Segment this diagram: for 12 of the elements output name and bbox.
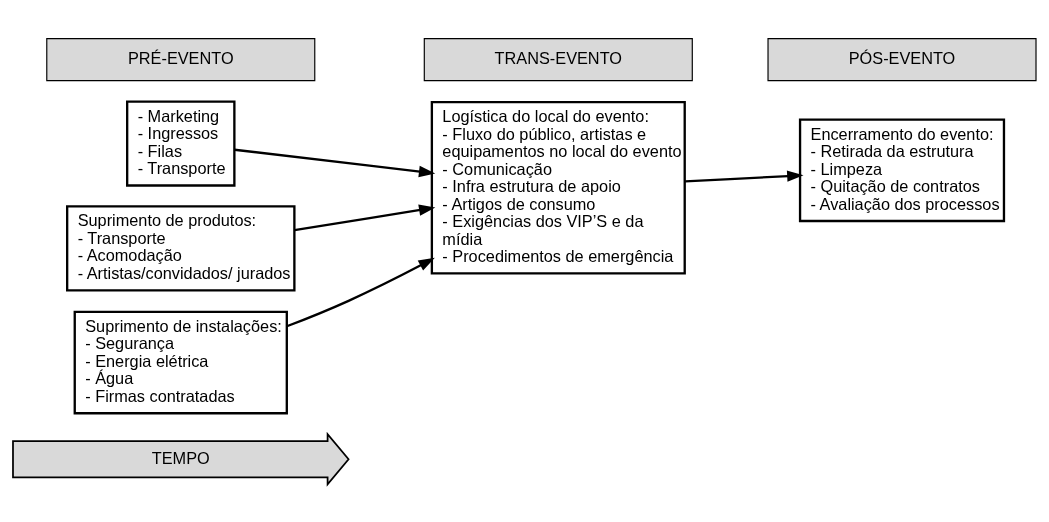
node-box: Encerramento do evento: - Retirada da estrutura - Limpeza - Quitação de contratos - Avaliação dos processos [798,117,1006,222]
arrow [294,203,436,231]
node-box: TRANS-EVENTO [423,37,693,81]
node-box: - Marketing - Ingressos - Filas - Transporte [126,99,236,187]
arrow [234,148,436,177]
arrow [286,257,435,327]
node-box: Suprimento de instalações: - Segurança - Energia elétrica - Água - Firmas contratadas [73,310,288,414]
node-box: Suprimento de produtos: - Transporte - Acomodação - Artistas/convidados/ jurados [66,204,296,291]
node-box: PÓS-EVENTO [767,37,1037,81]
node-box: PRÉ-EVENTO [46,37,316,81]
node-box: Logística do local do evento: - Fluxo do público, artistas e equipamentos no local do evento - Comunicação - Infra estrutura de apoio - Artigos de consumo - Exigências dos VIP’S e da mídia - Procedimentos de emergência [430,100,686,275]
arrow [685,169,804,183]
